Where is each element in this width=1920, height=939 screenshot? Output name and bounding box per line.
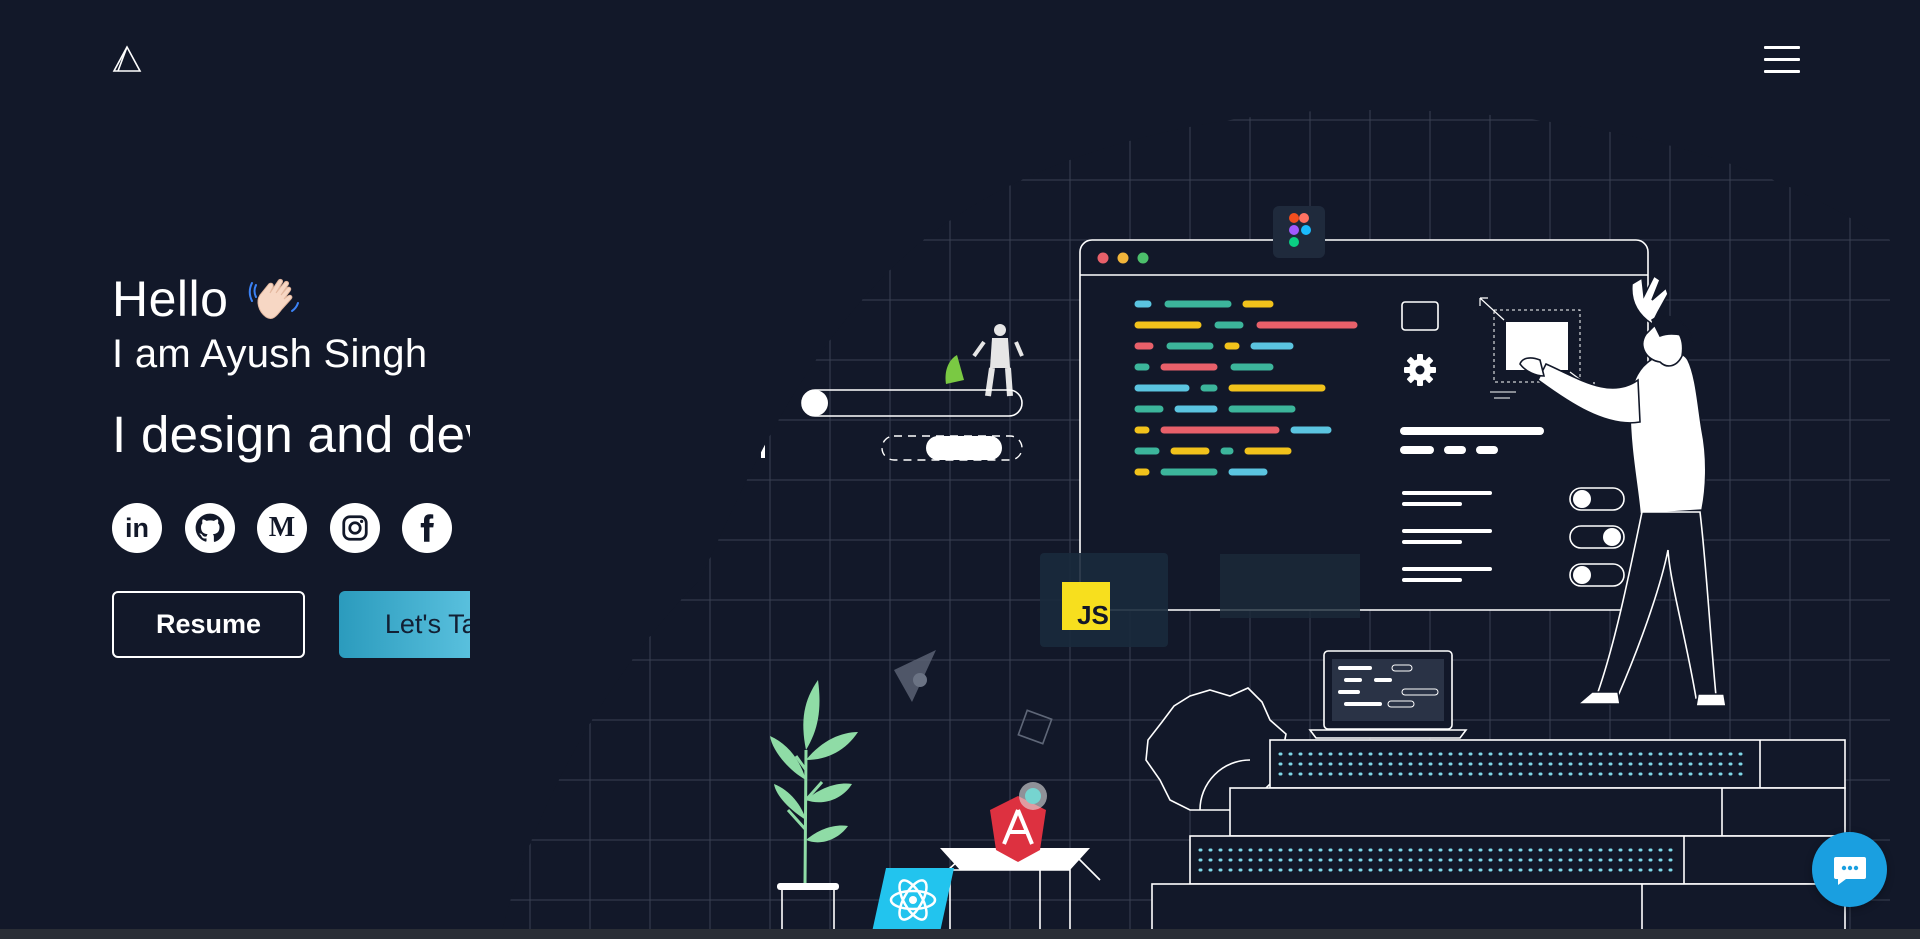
angular-logo-icon — [990, 782, 1047, 862]
instagram-link[interactable] — [329, 503, 380, 553]
chat-bubble-icon — [1833, 856, 1866, 885]
instagram-icon — [341, 515, 368, 541]
grid-mask — [470, 110, 1890, 939]
resume-button[interactable]: Resume — [112, 591, 305, 658]
react-logo-icon — [872, 868, 954, 932]
code-editor-window — [1079, 239, 1649, 618]
intro-name: I am Ayush Singh — [112, 332, 428, 376]
greeting-text: Hello — [112, 271, 229, 327]
js-badge-text: JS — [1077, 600, 1109, 630]
medium-link[interactable]: M — [257, 503, 307, 553]
plant-pot-icon — [770, 680, 858, 933]
laptop-icon — [1308, 650, 1468, 739]
javascript-logo-icon: JS — [1040, 553, 1168, 647]
logo-triangle-icon[interactable] — [112, 44, 142, 74]
developer-illustration: JS — [470, 110, 1890, 939]
medium-icon: M — [268, 512, 296, 543]
hamburger-menu-icon[interactable] — [1764, 46, 1800, 76]
linkedin-link[interactable]: in — [112, 503, 162, 553]
facebook-link[interactable] — [402, 503, 452, 553]
github-icon — [195, 513, 224, 542]
stairs-platform — [1151, 739, 1846, 939]
facebook-icon — [420, 514, 434, 542]
waving-hand-icon — [249, 279, 300, 320]
gear-icon — [1404, 354, 1436, 386]
github-link[interactable] — [184, 503, 235, 553]
window-bottom-bar — [0, 929, 1920, 939]
figma-logo-icon — [1273, 206, 1325, 258]
greeting-row: Hello — [112, 268, 812, 330]
chat-widget-button[interactable] — [1812, 832, 1887, 907]
person-figure-icon — [1519, 274, 1727, 707]
linkedin-icon: in — [125, 512, 149, 543]
slider-knob — [802, 390, 828, 416]
superhero-figure-icon — [945, 324, 1024, 397]
